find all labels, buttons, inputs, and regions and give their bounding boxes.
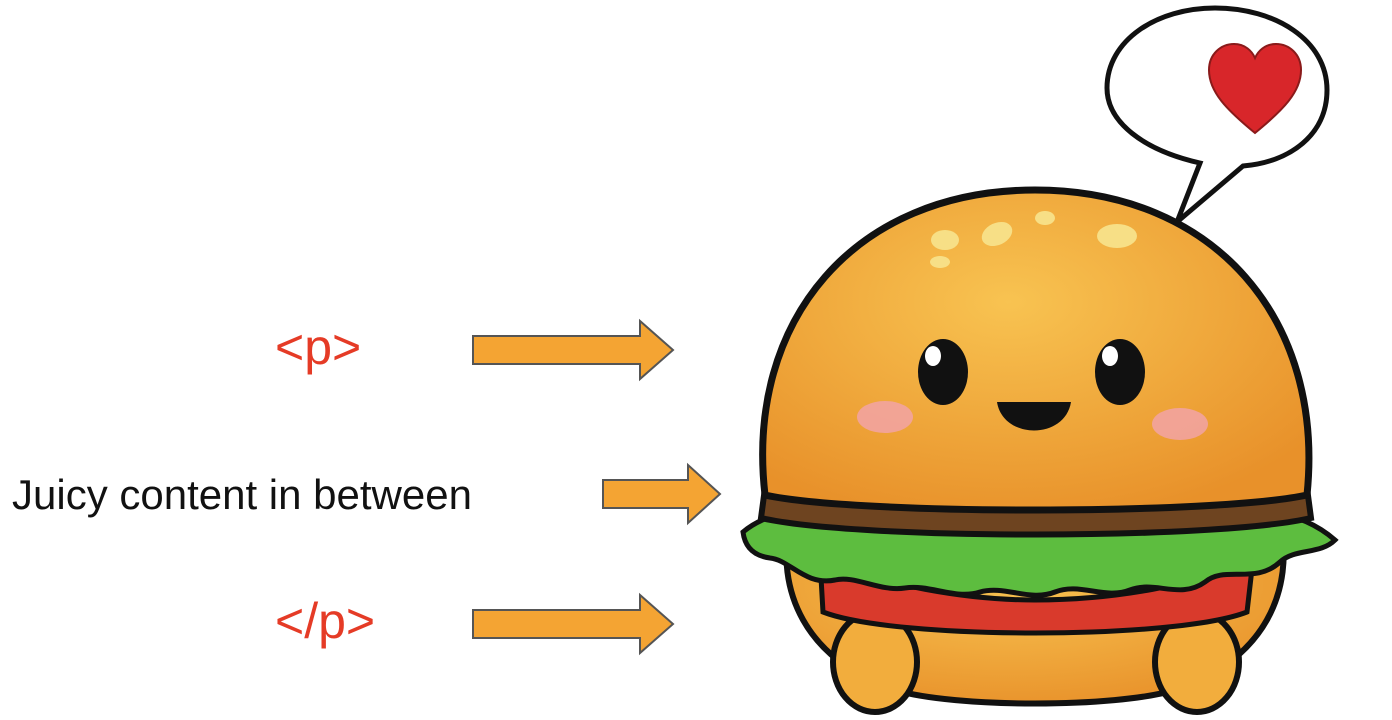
smile (997, 402, 1071, 431)
content-label: Juicy content in between (12, 471, 472, 518)
speech-bubble (1104, 5, 1330, 224)
arrow-to-top-bun (472, 318, 675, 382)
right-cheek (1152, 408, 1208, 440)
close-tag-label: </p> (275, 593, 376, 649)
right-eye (1095, 339, 1145, 405)
arrow-to-bottom-bun (472, 592, 675, 656)
arrow-to-filling (602, 462, 722, 526)
left-cheek (857, 401, 913, 433)
open-tag-label: <p> (275, 319, 362, 375)
heart-icon (1207, 42, 1303, 135)
burger-illustration (740, 5, 1339, 715)
left-eye (918, 339, 968, 405)
sesame-seeds (930, 211, 1137, 268)
